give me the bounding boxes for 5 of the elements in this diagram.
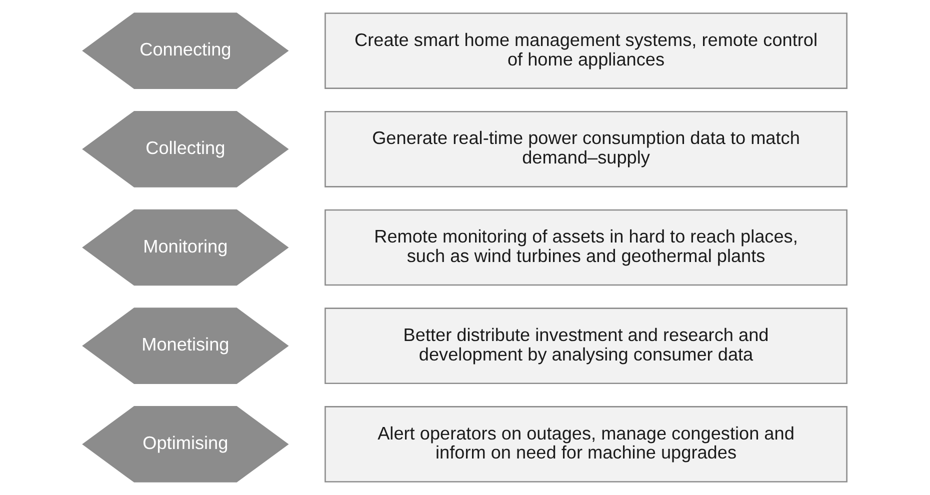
node-box: Create smart home management systems, remote control of home appliances xyxy=(324,12,848,89)
node-box: Better distribute investment and research and development by analysing consumer data xyxy=(324,308,848,384)
node-box: Remote monitoring of assets in hard to reach places, such as wind turbines and geothermal plants xyxy=(324,209,848,286)
node-box: Alert operators on outages, manage congestion and inform on need for machine upgrades xyxy=(324,406,848,482)
node-box: Generate real-time power consumption data to match demand–supply xyxy=(324,110,848,188)
